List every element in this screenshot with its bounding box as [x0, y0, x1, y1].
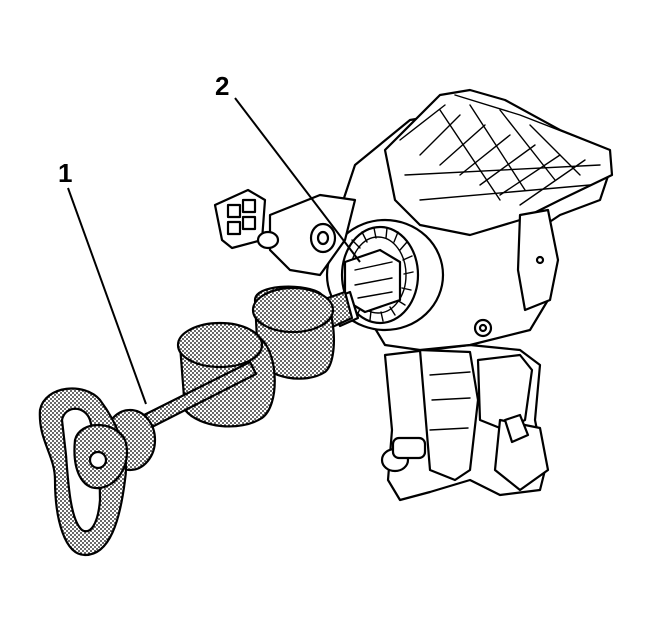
callout-1-leader: [67, 187, 147, 405]
bench-vise: [380, 343, 550, 502]
steering-column-housing: [213, 88, 614, 352]
slide-hammer-puller: [38, 285, 354, 557]
callout-label-1: 1: [58, 158, 72, 188]
handle-hub: [88, 450, 108, 470]
callout-2-leader: [234, 97, 361, 263]
callout-label-2: 2: [215, 71, 229, 101]
